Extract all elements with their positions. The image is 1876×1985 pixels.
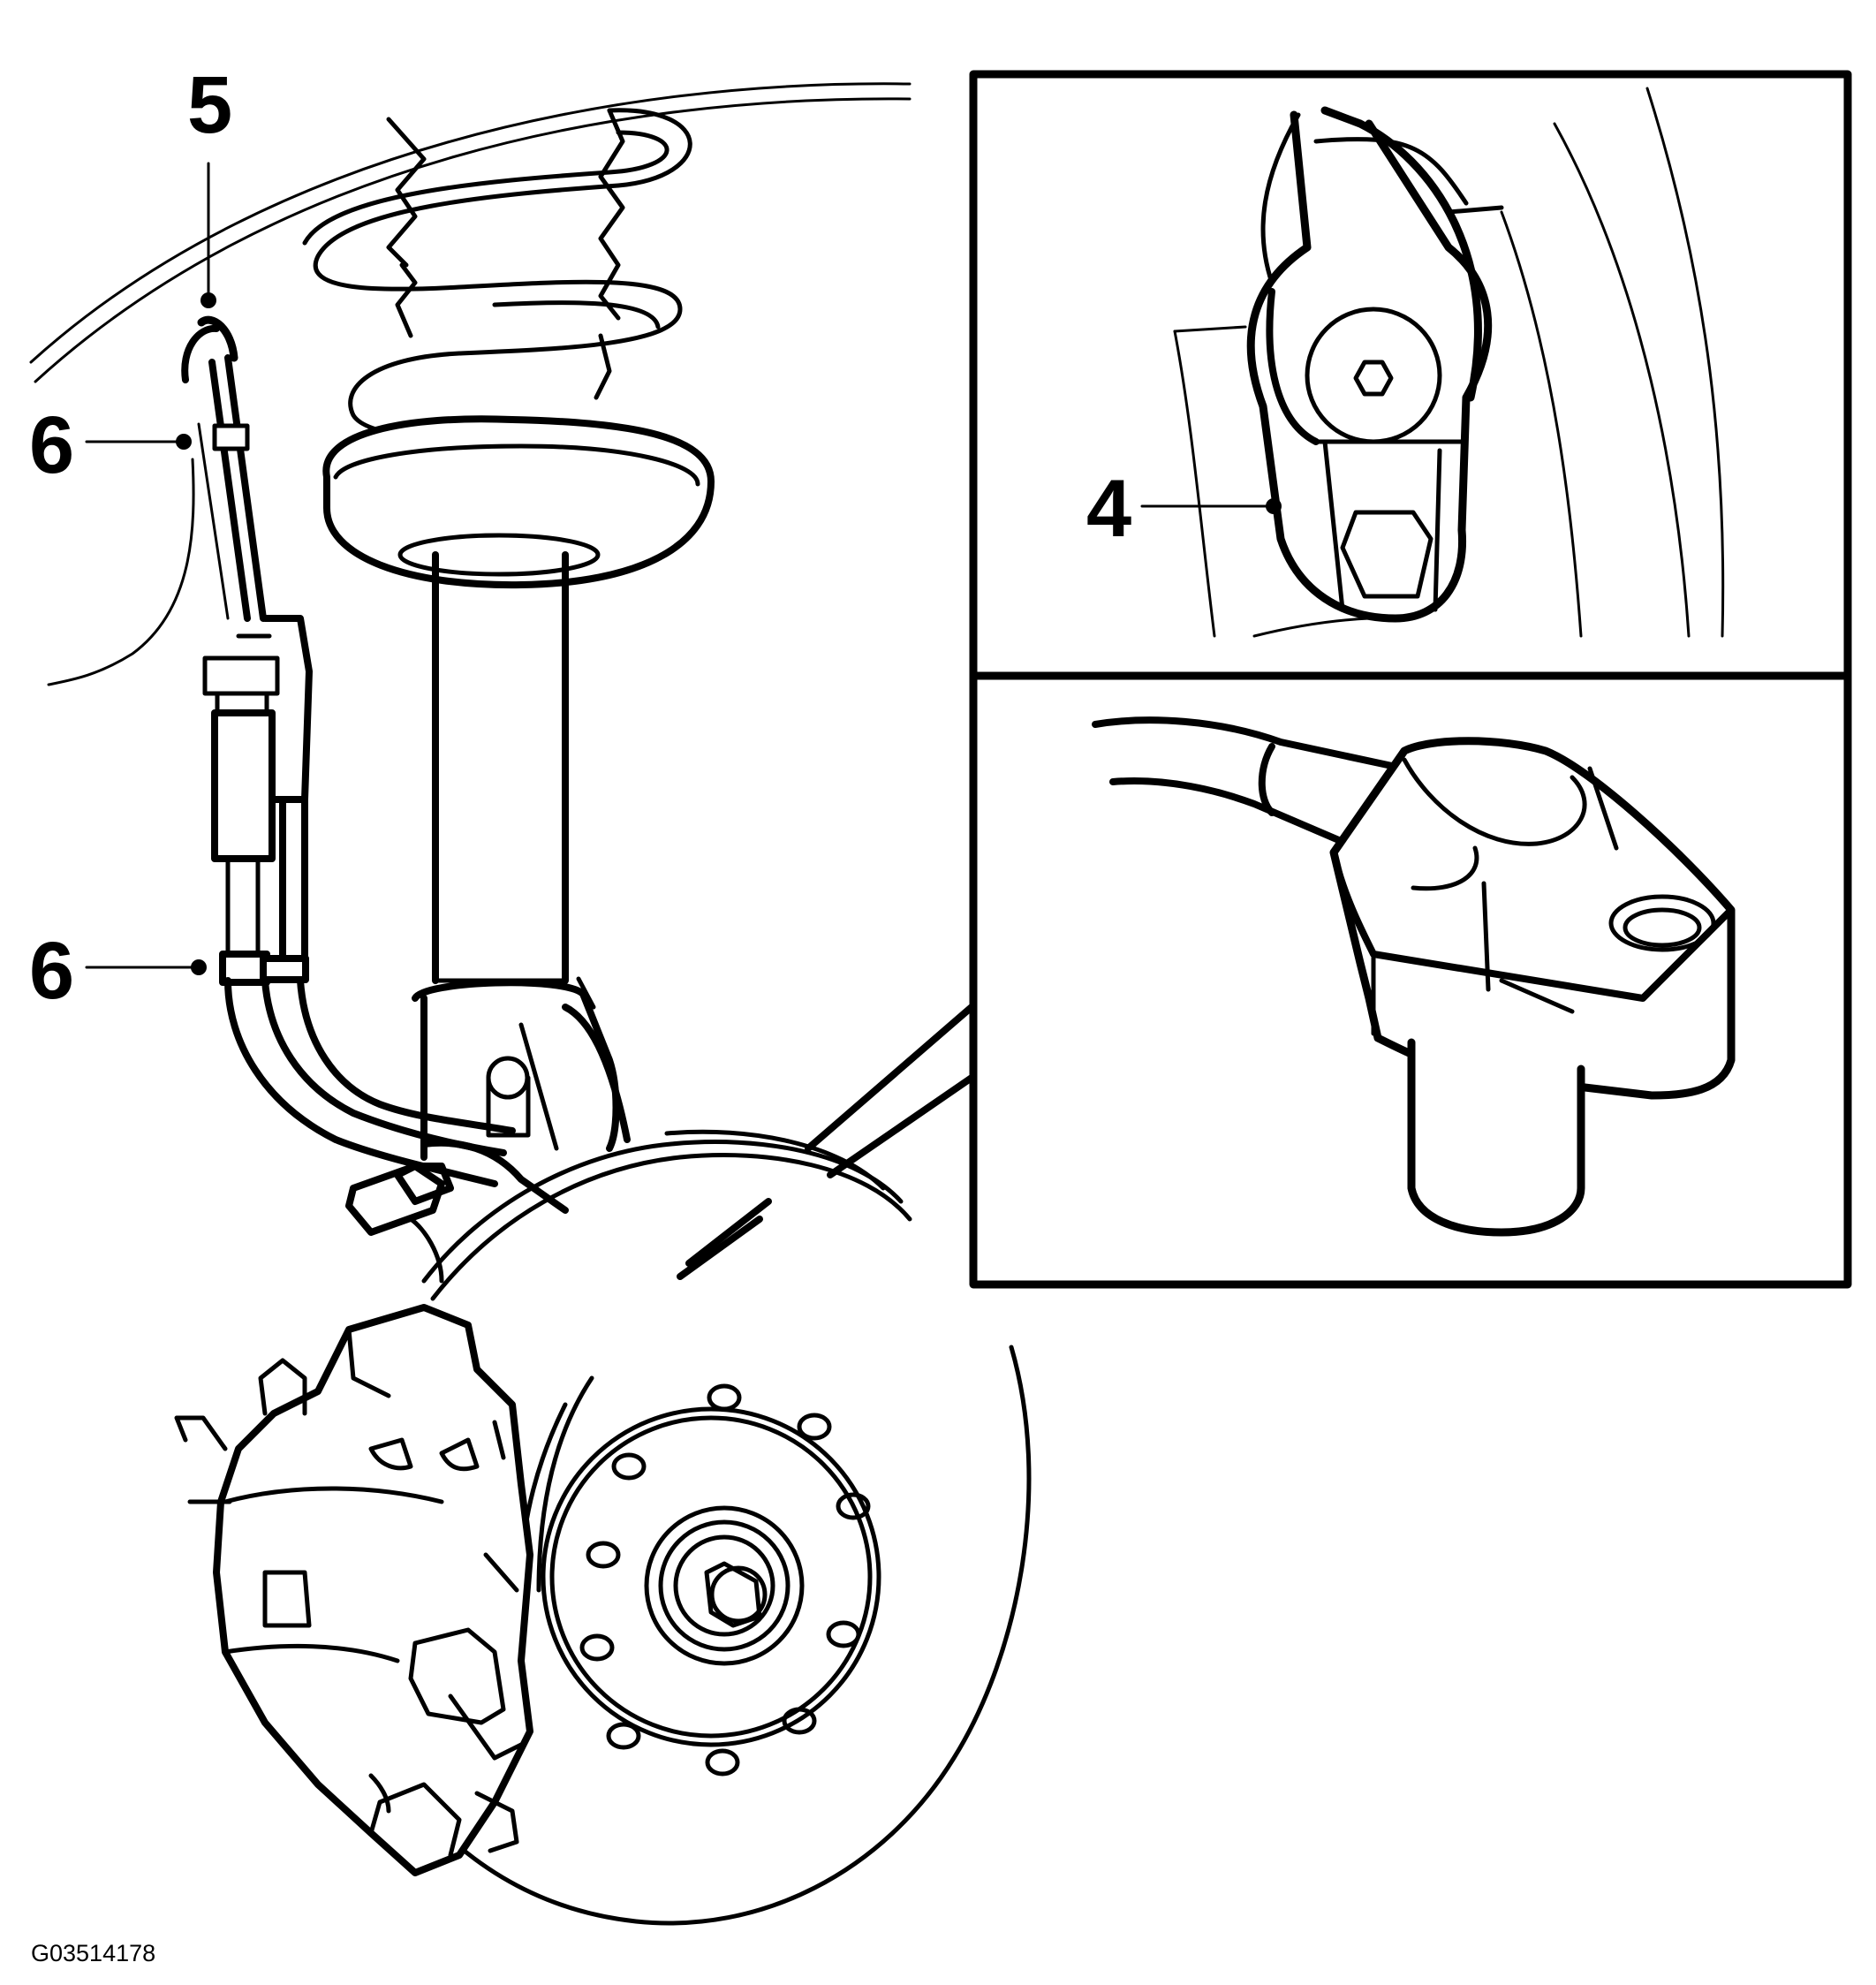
inset-sensor-detail	[1092, 716, 1736, 1237]
callout-6-lower: 6	[29, 926, 74, 1016]
coil-spring	[302, 108, 692, 462]
callout-6-upper: 6	[29, 400, 74, 490]
wheel-arch	[29, 82, 912, 686]
brake-caliper	[174, 1304, 533, 1876]
inset-frames	[969, 70, 1852, 1289]
leader-dot	[1266, 498, 1282, 514]
leader-dot	[191, 959, 207, 975]
inset-leader	[677, 1004, 975, 1280]
callout-leaders	[85, 162, 1282, 975]
leader-dot	[176, 434, 192, 450]
wheel-bolt-holes	[579, 1383, 871, 1777]
strut-tube	[432, 551, 569, 984]
callout-4: 4	[1086, 464, 1131, 554]
steering-knuckle-bracket	[412, 976, 631, 1161]
spring-seat	[322, 415, 715, 589]
figure-id: G03514178	[31, 1940, 155, 1966]
cable-to-sensor	[345, 1139, 569, 1284]
leader-dot	[200, 292, 216, 308]
inset-installed-sensor	[1173, 87, 1725, 638]
wheel-hub	[644, 1505, 805, 1666]
callout-5: 5	[187, 60, 232, 150]
sensor-cable	[181, 315, 516, 1187]
